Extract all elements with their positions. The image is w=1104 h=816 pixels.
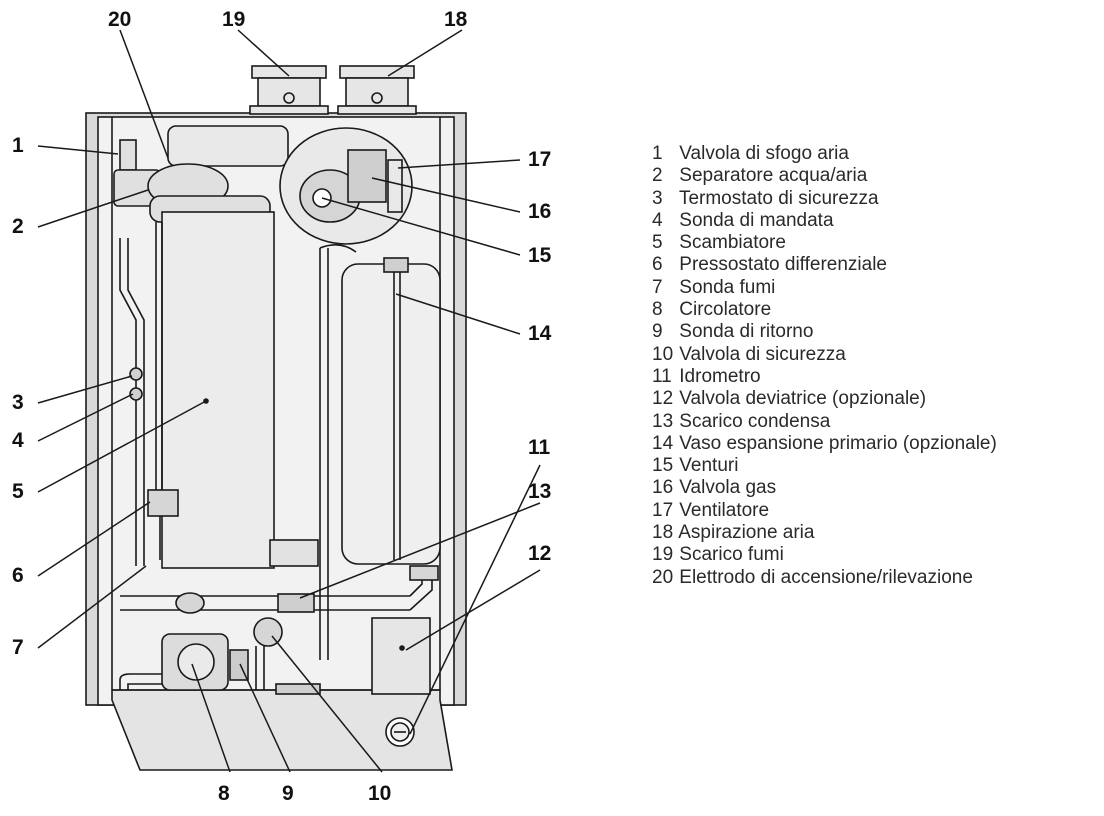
callout-10: 10 xyxy=(368,782,391,805)
callout-9: 9 xyxy=(282,782,294,805)
legend-item-label: Scarico fumi xyxy=(679,544,784,566)
legend-item: 3 Termostato di sicurezza xyxy=(652,188,997,210)
legend-item-label: Valvola gas xyxy=(679,477,777,499)
legend-item-label: Pressostato differenziale xyxy=(679,254,887,276)
legend-item: 1 Valvola di sfogo aria xyxy=(652,143,997,165)
legend-item-number: 14 xyxy=(652,432,674,454)
heat-exchanger xyxy=(161,211,275,569)
callout-1: 1 xyxy=(12,134,24,157)
callout-20: 20 xyxy=(108,8,131,31)
legend-item-label: Idrometro xyxy=(679,365,761,387)
legend-item-label: Sonda fumi xyxy=(679,276,776,298)
callout-6: 6 xyxy=(12,564,24,587)
legend-item-number: 18 xyxy=(652,522,674,544)
legend-item-label: Valvola deviatrice (opzionale) xyxy=(679,388,927,410)
legend-item: 2 Separatore acqua/aria xyxy=(652,165,997,187)
legend-item-label: Sonda di mandata xyxy=(679,209,834,231)
legend-item: 16 Valvola gas xyxy=(652,477,997,499)
legend-item-number: 20 xyxy=(652,566,674,588)
legend-item-label: Scambiatore xyxy=(679,232,786,254)
legend-item: 11 Idrometro xyxy=(652,366,997,388)
legend-item-label: Valvola di sfogo aria xyxy=(679,143,849,164)
legend-item-number: 11 xyxy=(652,365,672,387)
legend-item-label: Scarico condensa xyxy=(679,410,831,432)
callout-8: 8 xyxy=(218,782,230,805)
callout-17: 17 xyxy=(528,148,551,171)
legend-item: 12 Valvola deviatrice (opzionale) xyxy=(652,388,997,410)
callout-5: 5 xyxy=(12,480,24,503)
legend-item-label: Aspirazione aria xyxy=(678,522,815,544)
callout-15: 15 xyxy=(528,244,552,267)
legend-item-label: Valvola di sicurezza xyxy=(679,343,846,365)
callout-16: 16 xyxy=(528,200,551,223)
legend-item-number: 10 xyxy=(652,343,674,365)
legend-item-label: Separatore acqua/aria xyxy=(679,165,868,187)
flue-exhaust-fitting xyxy=(249,65,329,115)
legend-item-number: 1 xyxy=(652,143,663,164)
boiler-diagram: 1 2 3 4 5 6 7 8 9 10 11 12 13 14 15 16 1… xyxy=(12,8,552,805)
callout-12: 12 xyxy=(528,542,551,565)
expansion-vessel xyxy=(341,263,441,565)
legend-item: 7 Sonda fumi xyxy=(652,277,997,299)
legend-item-label: Venturi xyxy=(679,455,739,477)
air-intake-fitting xyxy=(337,65,417,115)
legend-item: 17 Ventilatore xyxy=(652,500,997,522)
legend-item: 5 Scambiatore xyxy=(652,232,997,254)
legend-item-number: 2 xyxy=(652,165,663,187)
condensate-trap xyxy=(277,593,315,613)
legend-item-number: 15 xyxy=(652,455,674,477)
callout-19: 19 xyxy=(222,8,245,31)
callout-11: 11 xyxy=(528,436,551,459)
legend-item-label: Elettrodo di accensione/rilevazione xyxy=(679,566,973,588)
legend-item-label: Sonda di ritorno xyxy=(679,321,814,343)
callout-4: 4 xyxy=(12,429,24,452)
callout-3: 3 xyxy=(12,391,24,414)
legend-item: 14 Vaso espansione primario (opzionale) xyxy=(652,433,997,455)
callout-13: 13 xyxy=(528,480,551,503)
left-pipe xyxy=(119,238,137,566)
legend-item-number: 12 xyxy=(652,388,674,410)
legend-item-number: 8 xyxy=(652,299,663,321)
callout-2: 2 xyxy=(12,215,24,238)
legend-item: 10 Valvola di sicurezza xyxy=(652,344,997,366)
legend-item-label: Circolatore xyxy=(679,299,772,321)
legend-item-number: 17 xyxy=(652,499,674,521)
legend-item-label: Termostato di sicurezza xyxy=(678,187,879,209)
legend-item: 18 Aspirazione aria xyxy=(652,522,997,544)
legend-item-number: 3 xyxy=(652,187,663,209)
leader-lines xyxy=(37,29,541,773)
callout-14: 14 xyxy=(528,322,552,345)
diverter-valve xyxy=(371,617,431,695)
legend-item-number: 6 xyxy=(652,254,663,276)
legend-item: 9 Sonda di ritorno xyxy=(652,321,997,343)
legend-item-number: 4 xyxy=(652,209,663,231)
legend-item-label: Ventilatore xyxy=(679,499,770,521)
legend-item-number: 19 xyxy=(652,544,674,566)
callout-18: 18 xyxy=(444,8,468,31)
legend-item-number: 5 xyxy=(652,232,663,254)
legend-item: 8 Circolatore xyxy=(652,299,997,321)
legend-item-label: Vaso espansione primario (opzionale) xyxy=(679,432,997,454)
legend-item: 19 Scarico fumi xyxy=(652,544,997,566)
legend-item-number: 13 xyxy=(652,410,674,432)
legend-item-number: 7 xyxy=(652,276,663,298)
legend-item: 4 Sonda di mandata xyxy=(652,210,997,232)
legend-item-number: 9 xyxy=(652,321,663,343)
legend-item-number: 16 xyxy=(652,477,674,499)
pressure-switch xyxy=(147,489,179,517)
legend-item: 13 Scarico condensa xyxy=(652,411,997,433)
callout-7: 7 xyxy=(12,636,24,659)
legend-item: 20 Elettrodo di accensione/rilevazione xyxy=(652,567,997,589)
safety-valve xyxy=(253,617,283,647)
legend-item: 6 Pressostato differenziale xyxy=(652,254,997,276)
legend-item: 15 Venturi xyxy=(652,455,997,477)
